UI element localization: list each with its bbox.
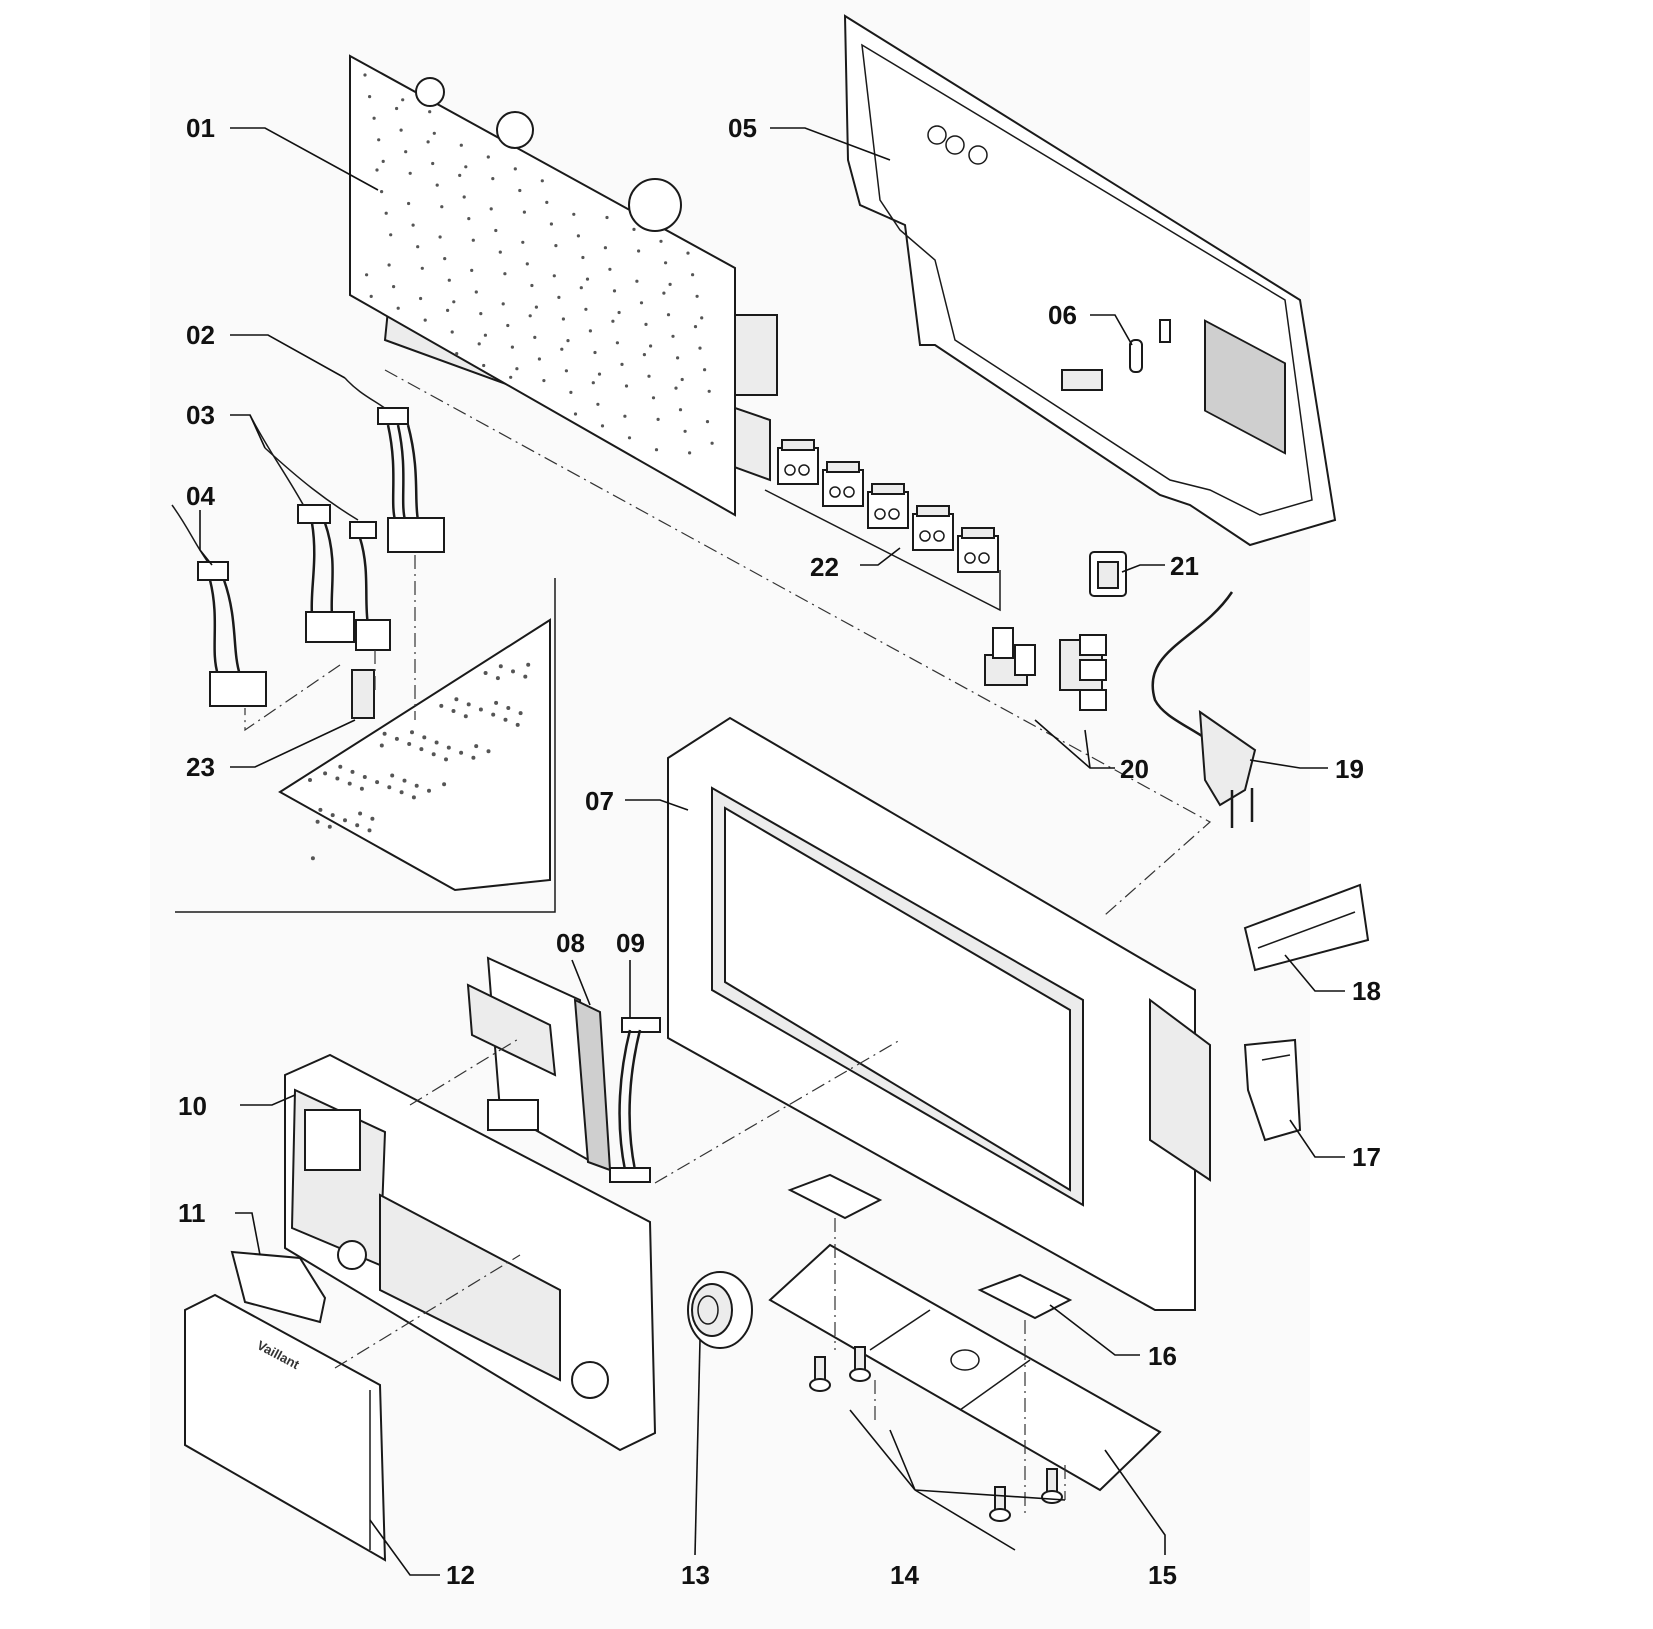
callout-15: 15 bbox=[1148, 1560, 1177, 1590]
callout-14: 14 bbox=[890, 1560, 919, 1590]
part-23-connector bbox=[351, 669, 375, 719]
part-04-harness bbox=[171, 504, 267, 707]
part-16-clips bbox=[787, 1173, 1073, 1320]
part-10-control-panel bbox=[284, 1053, 657, 1452]
part-09-ribbon-cable bbox=[609, 1017, 661, 1183]
callout-19: 19 bbox=[1335, 754, 1364, 784]
part-07-front-frame bbox=[667, 716, 1211, 1311]
screw bbox=[809, 1356, 831, 1392]
callout-18: 18 bbox=[1352, 976, 1381, 1006]
callout-13: 13 bbox=[681, 1560, 710, 1590]
terminal-block bbox=[957, 527, 999, 573]
part-18-bracket bbox=[1243, 883, 1370, 972]
leader-lines bbox=[199, 127, 1345, 1576]
part-14-screws bbox=[809, 1346, 1063, 1522]
callout-03: 03 bbox=[186, 400, 215, 430]
callout-06: 06 bbox=[1048, 300, 1077, 330]
terminal-block bbox=[822, 461, 864, 507]
part-22-terminal-blocks bbox=[777, 439, 999, 573]
part-13-knob bbox=[687, 1271, 753, 1349]
callout-22: 22 bbox=[810, 552, 839, 582]
part-03-harness bbox=[249, 414, 391, 651]
callout-12: 12 bbox=[446, 1560, 475, 1590]
callout-10: 10 bbox=[178, 1091, 207, 1121]
terminal-block bbox=[867, 483, 909, 529]
inset-board-detail bbox=[175, 578, 556, 913]
callout-labels: 01 02 03 04 05 06 07 08 09 10 11 12 13 1… bbox=[178, 113, 1381, 1590]
part-17-latch bbox=[1243, 1038, 1302, 1142]
part-02-harness bbox=[344, 377, 445, 553]
callout-20: 20 bbox=[1120, 754, 1149, 784]
part-06-fuse bbox=[1129, 319, 1171, 373]
terminal-block bbox=[912, 505, 954, 551]
part-21-clip bbox=[1089, 551, 1127, 597]
part-08-display-module bbox=[466, 956, 612, 1172]
callout-17: 17 bbox=[1352, 1142, 1381, 1172]
callout-08: 08 bbox=[556, 928, 585, 958]
callout-07: 07 bbox=[585, 786, 614, 816]
alignment-lines bbox=[244, 369, 1212, 1515]
part-11-flap bbox=[230, 1250, 327, 1324]
callout-02: 02 bbox=[186, 320, 215, 350]
callout-09: 09 bbox=[616, 928, 645, 958]
part-12-front-cover: Vaillant bbox=[184, 1293, 387, 1562]
callout-11: 11 bbox=[178, 1198, 206, 1228]
callout-05: 05 bbox=[728, 113, 757, 143]
callout-21: 21 bbox=[1170, 551, 1199, 581]
callout-01: 01 bbox=[186, 113, 215, 143]
callout-23: 23 bbox=[186, 752, 215, 782]
part-19-power-cable bbox=[1151, 591, 1257, 828]
part-20-cable-glands bbox=[984, 627, 1107, 711]
terminal-block bbox=[777, 439, 819, 485]
part-01-circuit-board bbox=[349, 54, 778, 517]
part-15-mounting-plate bbox=[768, 1243, 1162, 1492]
callout-04: 04 bbox=[186, 481, 215, 511]
screw bbox=[989, 1486, 1011, 1522]
part-05-rear-housing bbox=[843, 14, 1337, 547]
part-22-bracket bbox=[764, 489, 1001, 612]
callout-16: 16 bbox=[1148, 1341, 1177, 1371]
screw bbox=[849, 1346, 871, 1382]
